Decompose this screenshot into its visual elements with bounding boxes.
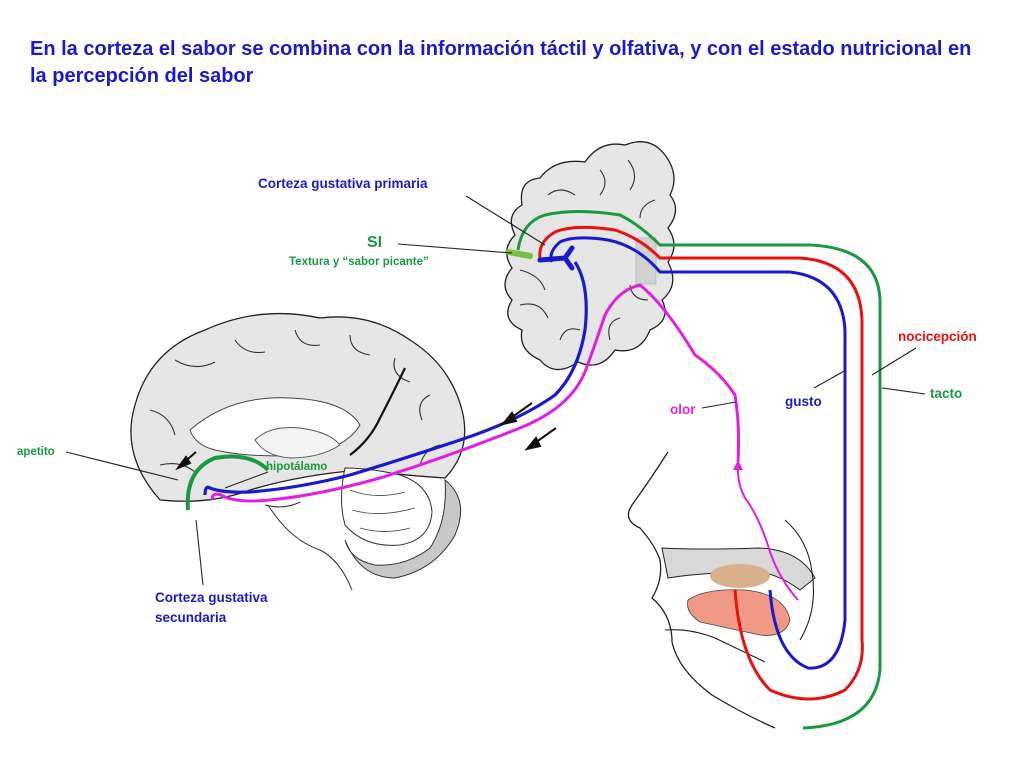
gusto-label: gusto (785, 394, 822, 409)
corteza-secundaria-label-line2: secundaria (155, 610, 227, 625)
tacto-label: tacto (930, 386, 963, 401)
si-label: SI (367, 234, 383, 251)
sagittal-brain (130, 312, 466, 591)
gusto-cortex-mark (537, 245, 575, 271)
nocicepcion-label: nocicepción (898, 329, 977, 344)
apetito-label: apetito (17, 446, 55, 458)
hipotalamo-arc (185, 454, 270, 511)
olor-label: olor (670, 402, 696, 417)
leader-lines (65, 195, 926, 586)
page-title: En la corteza el sabor se combina con la… (30, 38, 972, 87)
olor-face-pathway (737, 469, 799, 601)
olor-arrowhead (733, 460, 743, 470)
descending-arrows (175, 402, 557, 471)
corteza-secundaria-label-line1: Corteza gustativa (155, 590, 268, 605)
olor-pathway (210, 283, 741, 503)
nocicepcion-pathway (538, 225, 864, 701)
textura-label: Textura y “sabor picante” (289, 256, 429, 268)
gusto-descending-pathway (203, 261, 588, 496)
hipotalamo-label: hipotálamo (266, 461, 328, 473)
head-profile (627, 451, 816, 729)
gusto-pathway (549, 236, 847, 670)
tacto-pathway (516, 210, 882, 730)
corteza-primaria-label: Corteza gustativa primaria (258, 176, 428, 191)
